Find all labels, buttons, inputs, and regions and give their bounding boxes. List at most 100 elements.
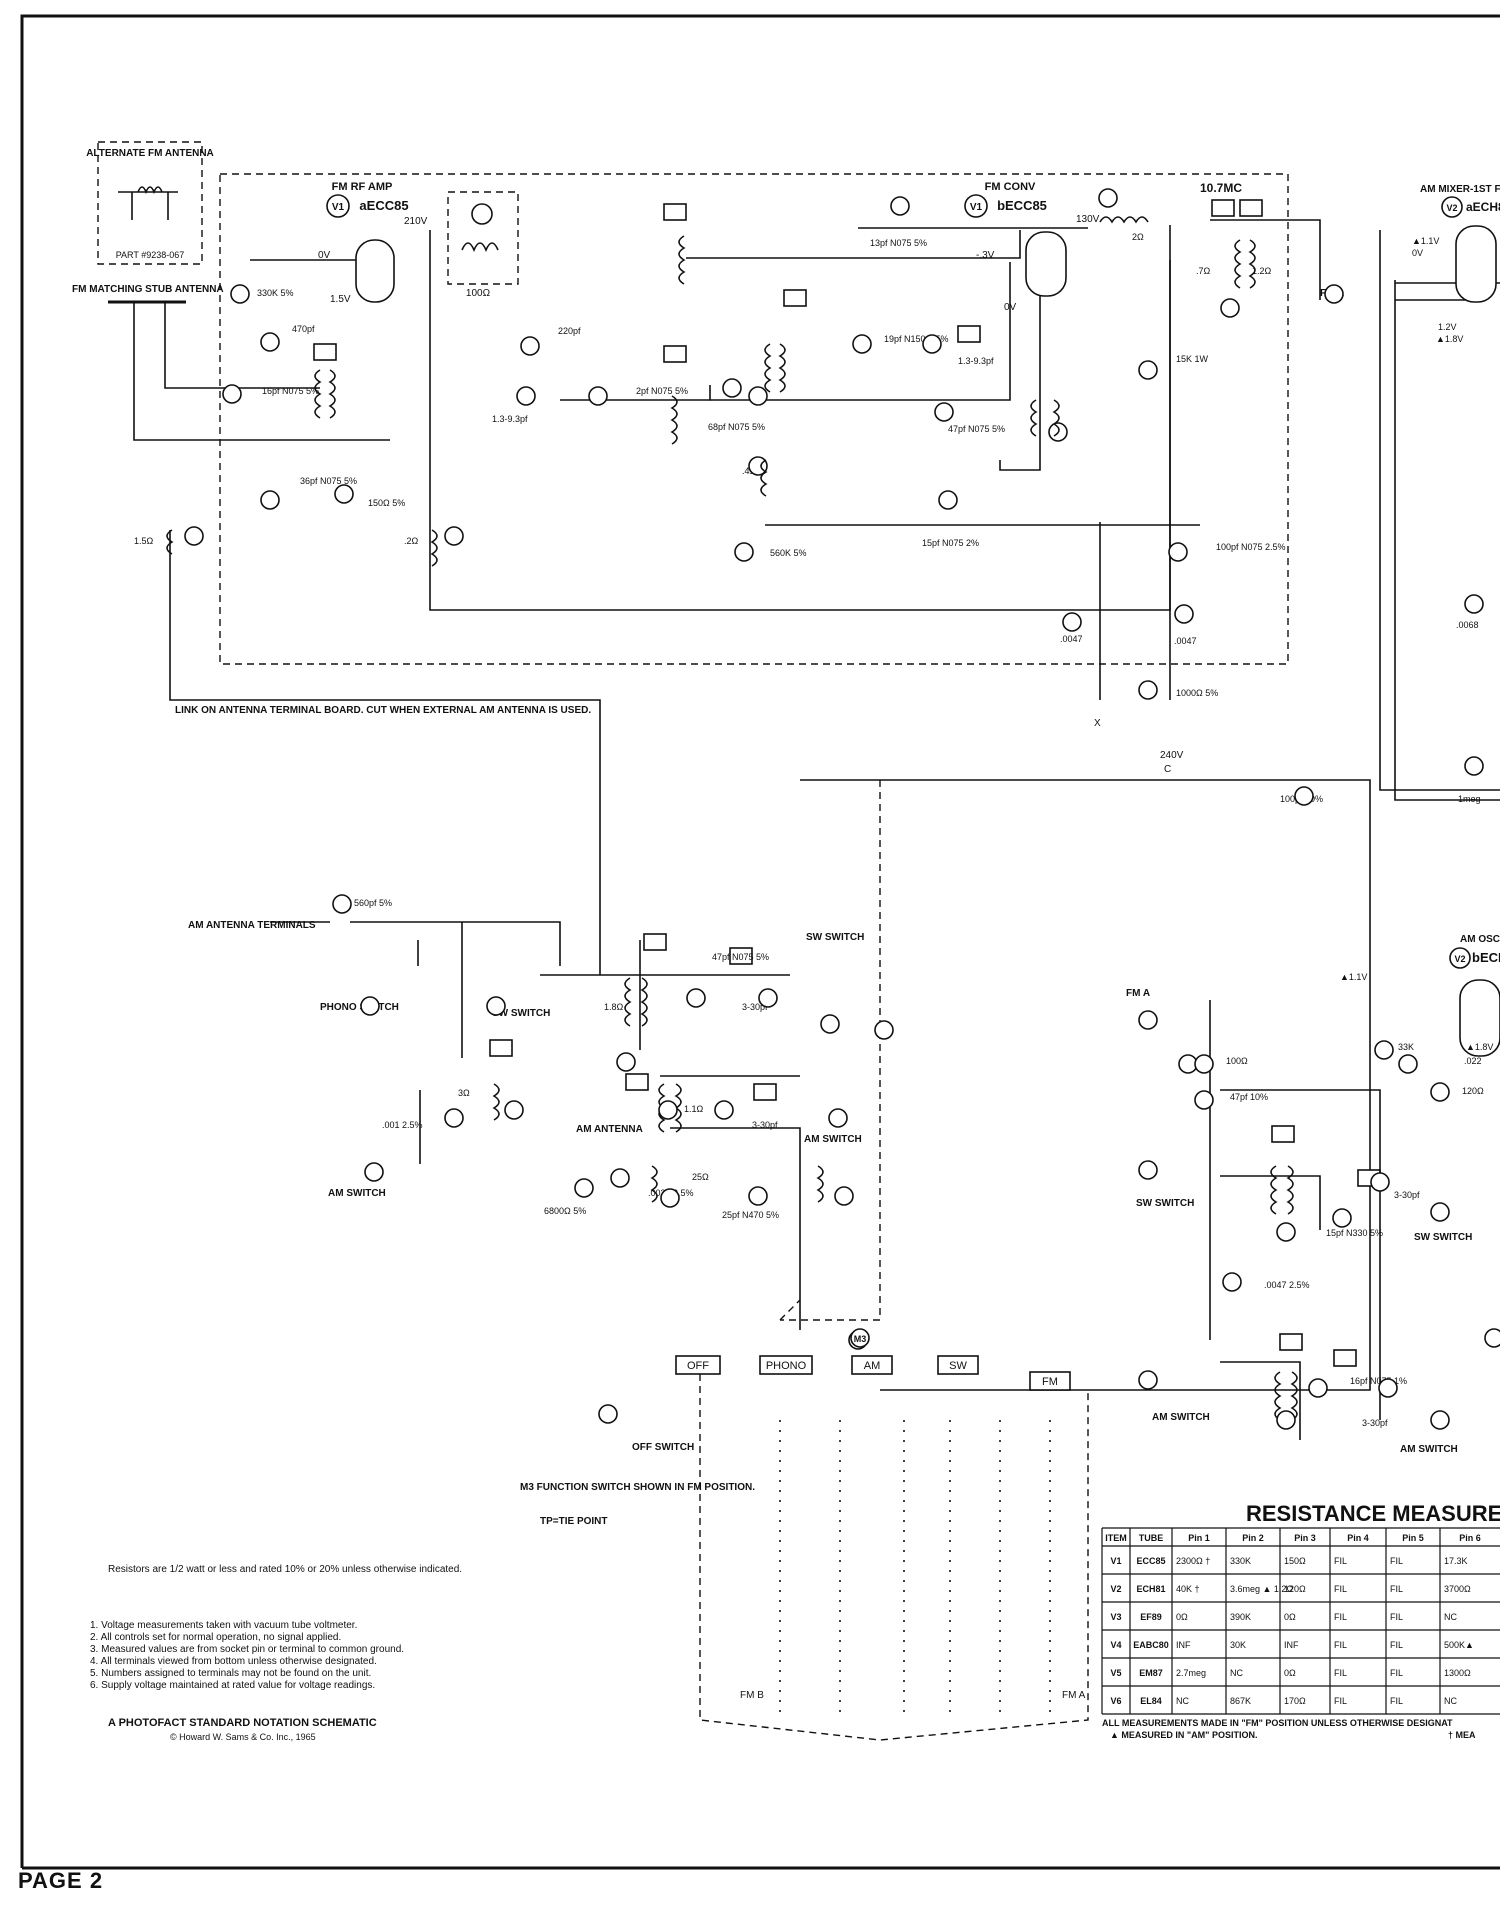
fm-stub-label: FM MATCHING STUB ANTENNA <box>72 284 224 295</box>
note-3: 3. Measured values are from socket pin o… <box>90 1644 404 1655</box>
v2a-volt-3: 1.2V <box>1438 322 1457 332</box>
l10a-value: .7Ω <box>1196 266 1211 276</box>
c35-value: 15pf N330 5% <box>1326 1228 1383 1238</box>
r14-value: 120Ω <box>1462 1086 1484 1096</box>
v2b-envelope <box>1459 979 1500 1057</box>
c12-value: 19pf N150 2.5% <box>884 334 949 344</box>
v2a-volt-1: ▲1.1V <box>1412 236 1439 246</box>
v1a-cathode-voltage: 1.5V <box>330 294 351 305</box>
fm-a-label-2: FM A <box>1126 988 1150 999</box>
table-cell: INF <box>1284 1640 1299 1650</box>
table-cell: NC <box>1444 1696 1457 1706</box>
c25-value: 3-30pf <box>752 1120 778 1130</box>
c27-value: .0068 <box>1456 620 1479 630</box>
pos-am-box <box>851 1355 893 1375</box>
table-cell: EM87 <box>1139 1668 1163 1678</box>
c17-value: .0047 <box>1060 634 1083 644</box>
am-antenna-label: AM ANTENNA <box>576 1124 643 1135</box>
am-antenna-terminals: AM ANTENNA TERMINALS <box>188 920 316 931</box>
table-cell: FIL <box>1390 1640 1403 1650</box>
r8-value: 1meg <box>1458 794 1481 804</box>
c8-value: 2pf N075 5% <box>636 386 688 396</box>
supply-240v: 240V <box>1160 750 1184 761</box>
am-switch-label-2: AM SWITCH <box>804 1134 862 1145</box>
r13-value: 33K <box>1398 1042 1414 1052</box>
v2a-title: AM MIXER-1ST FM <box>1420 184 1500 195</box>
v2b-title: AM OSC <box>1460 934 1500 945</box>
table-cell: ECH81 <box>1136 1584 1165 1594</box>
pos-phono-box <box>759 1355 813 1375</box>
table-cell: FIL <box>1390 1556 1403 1566</box>
table-cell: 1300Ω <box>1444 1668 1471 1678</box>
table-cell: 150Ω <box>1284 1556 1306 1566</box>
footer-title: A PHOTOFACT STANDARD NOTATION SCHEMATIC <box>108 1717 377 1729</box>
tie-point-note: TP=TIE POINT <box>540 1516 608 1527</box>
sw-switch-label-3: SW SWITCH <box>1136 1198 1194 1209</box>
table-cell: ECC85 <box>1136 1556 1165 1566</box>
c34-value: 3-30pf <box>1394 1190 1420 1200</box>
table-cell: FIL <box>1334 1612 1347 1622</box>
pos-sw: SW <box>949 1360 967 1372</box>
alternate-fm-antenna: ALTERNATE FM ANTENNA PART #9238-067 <box>86 141 214 265</box>
pos-phono: PHONO <box>766 1360 807 1372</box>
table-cell: 0Ω <box>1284 1668 1296 1678</box>
c33-value: .0047 2.5% <box>1264 1280 1310 1290</box>
table-cell: NC <box>1176 1696 1189 1706</box>
copyright: © Howard W. Sams & Co. Inc., 1965 <box>170 1732 316 1742</box>
l10b-value: 1.2Ω <box>1252 266 1272 276</box>
pos-am: AM <box>864 1360 881 1372</box>
l12-value: 1.8Ω <box>604 1002 624 1012</box>
v2b-type: bECH8 <box>1472 950 1500 965</box>
v1b-plate-voltage: 130V <box>1076 214 1100 225</box>
table-cell: NC <box>1230 1668 1243 1678</box>
alignment-tags <box>313 199 1381 1367</box>
sw-switch-label-2: SW SWITCH <box>806 932 864 943</box>
v2a-volt-2: 0V <box>1412 248 1423 258</box>
l7-value: .4Ω <box>742 466 757 476</box>
note-6: 6. Supply voltage maintained at rated va… <box>90 1680 375 1691</box>
table-cell: FIL <box>1334 1696 1347 1706</box>
tube-v1b: FM CONV V1 bECC85 130V -.3V 0V <box>964 181 1100 313</box>
note-5: 5. Numbers assigned to terminals may not… <box>90 1668 371 1679</box>
pos-off: OFF <box>687 1360 709 1372</box>
th-pin4: Pin 4 <box>1347 1533 1369 1543</box>
v2b-volt-2: ▲1.8V <box>1466 1042 1493 1052</box>
l11-value: 1.5Ω <box>134 536 154 546</box>
table-cell: FIL <box>1334 1668 1347 1678</box>
table-cell: 2.7meg <box>1176 1668 1206 1678</box>
resistor-note: Resistors are 1/2 watt or less and rated… <box>108 1564 462 1575</box>
c32-value: 47pf 10% <box>1230 1092 1268 1102</box>
alt-antenna-title: ALTERNATE FM ANTENNA <box>86 148 214 159</box>
l15-value: 25Ω <box>692 1172 709 1182</box>
l9-value: 2Ω <box>1132 232 1144 242</box>
resistance-table: RESISTANCE MEASUREMI ITEM TUBE Pin 1 Pin… <box>1101 1501 1500 1740</box>
table-cell: FIL <box>1334 1640 1347 1650</box>
table-cell: V1 <box>1110 1556 1121 1566</box>
table-cell: 330K <box>1230 1556 1251 1566</box>
antenna-part: PART #9238-067 <box>116 250 185 260</box>
v1b-title: FM CONV <box>985 181 1036 193</box>
v2a-envelope <box>1455 225 1497 303</box>
r2-value: 6800Ω 5% <box>544 1206 586 1216</box>
pos-sw-box <box>937 1355 979 1375</box>
c14-value: 47pf N075 5% <box>948 424 1005 434</box>
am-switch-label-1: AM SWITCH <box>328 1188 386 1199</box>
table-cell: V5 <box>1110 1668 1121 1678</box>
sw-switch-label-4: SW SWITCH <box>1414 1232 1472 1243</box>
v2b-ref: V2 <box>1454 954 1465 964</box>
v1b-grid-voltage: -.3V <box>976 250 995 261</box>
th-pin2: Pin 2 <box>1242 1533 1264 1543</box>
pos-off-box <box>675 1355 721 1375</box>
table-cell: 40K † <box>1176 1584 1200 1594</box>
fm-a-switch: FM A <box>1062 1690 1086 1701</box>
l13-value: 3Ω <box>458 1088 470 1098</box>
v1a-plate-voltage: 210V <box>404 216 428 227</box>
note-1: 1. Voltage measurements taken with vacuu… <box>90 1620 357 1631</box>
a21-value: 1.3-9.3pf <box>492 414 528 424</box>
th-pin5: Pin 5 <box>1402 1533 1424 1543</box>
m4-callout <box>598 1404 618 1424</box>
th-pin6: Pin 6 <box>1459 1533 1481 1543</box>
x-point: X <box>1094 718 1101 729</box>
